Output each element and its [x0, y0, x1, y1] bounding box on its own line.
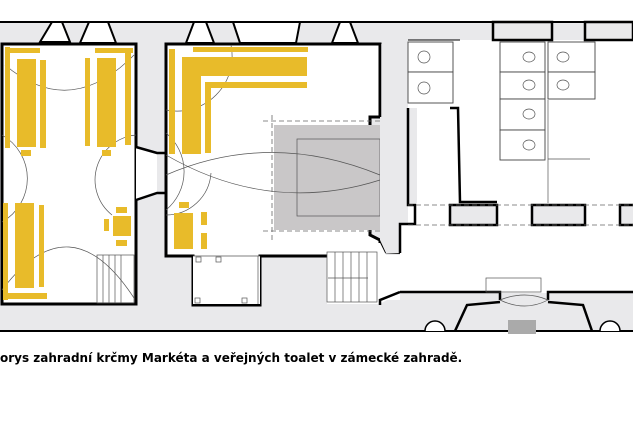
central-area — [274, 125, 380, 230]
toilet-stalls — [407, 41, 596, 203]
plan-caption: orys zahradní krčmy Markéta a veřejných … — [0, 351, 463, 365]
storage-room — [193, 256, 260, 304]
stairs-left — [96, 254, 135, 304]
corridor — [400, 225, 633, 293]
stair-hall — [327, 240, 400, 304]
window-niches — [38, 21, 360, 44]
furniture — [3, 47, 308, 300]
passage — [136, 147, 157, 200]
entrance — [400, 277, 633, 334]
floor-plan — [0, 20, 633, 334]
stairs — [326, 251, 378, 303]
